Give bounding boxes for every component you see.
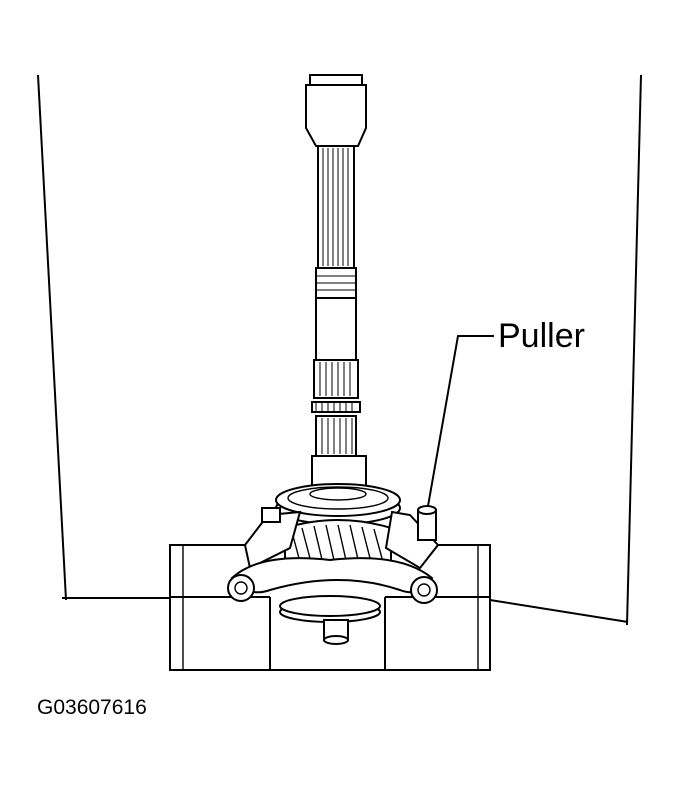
main-shaft: [305, 74, 367, 493]
figure-id: G03607616: [37, 696, 147, 719]
lower-splines: [321, 418, 353, 454]
mid-splines: [319, 362, 351, 396]
upper-splines: [322, 148, 349, 266]
callout-label-puller: Puller: [498, 317, 585, 355]
puller-callout: Puller: [427, 317, 585, 507]
press-frame: [37, 74, 642, 626]
puller: [227, 505, 440, 604]
lower-shaft-end: [279, 595, 381, 645]
